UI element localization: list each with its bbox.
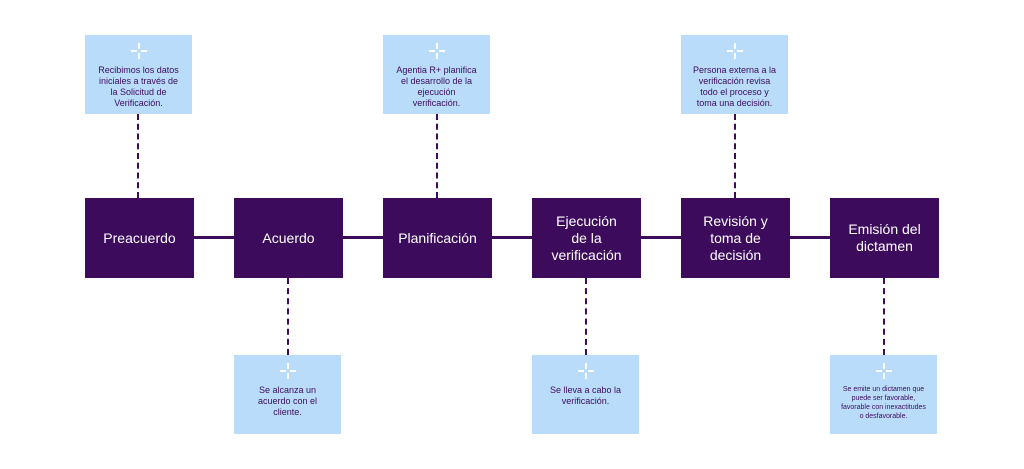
step-acuerdo: Acuerdo (234, 198, 343, 278)
note-emision-text: Se emite un dictamen que puede ser favor… (841, 386, 926, 420)
sparkle-cross-icon (577, 363, 594, 379)
step-ejecucion-label: Ejecución de la verificación (551, 212, 622, 263)
step-acuerdo-label: Acuerdo (262, 229, 315, 246)
link-preacuerdo-note (137, 114, 139, 198)
step-planificacion-label: Planificación (398, 229, 477, 246)
step-preacuerdo: Preacuerdo (85, 198, 194, 278)
link-ejecucion-note (585, 278, 587, 355)
note-revision-text: Persona externa a la verificación revisa… (692, 65, 777, 108)
note-emision: Se emite un dictamen que puede ser favor… (830, 355, 937, 434)
sparkle-cross-icon (726, 43, 743, 59)
link-planificacion-note (436, 114, 438, 198)
process-connector-line (140, 236, 884, 239)
note-preacuerdo: Recibimos los datos iniciales a través d… (85, 35, 192, 114)
step-ejecucion: Ejecución de la verificación (532, 198, 641, 278)
sparkle-cross-icon (875, 363, 892, 379)
note-acuerdo: Se alcanza un acuerdo con el cliente. (234, 355, 341, 434)
step-preacuerdo-label: Preacuerdo (103, 229, 176, 246)
link-emision-note (883, 278, 885, 355)
link-revision-note (734, 114, 736, 198)
note-planificacion-text: Agentia R+ planifica el desarrollo de la… (396, 65, 477, 108)
note-revision: Persona externa a la verificación revisa… (681, 35, 788, 114)
note-planificacion: Agentia R+ planifica el desarrollo de la… (383, 35, 490, 114)
sparkle-cross-icon (130, 43, 147, 59)
sparkle-cross-icon (428, 43, 445, 59)
note-acuerdo-text: Se alcanza un acuerdo con el cliente. (257, 385, 318, 417)
step-emision: Emisión del dictamen (830, 198, 939, 278)
note-preacuerdo-text: Recibimos los datos iniciales a través d… (98, 65, 179, 108)
step-emision-label: Emisión del dictamen (848, 221, 921, 254)
link-acuerdo-note (287, 278, 289, 355)
note-ejecucion-text: Se lleva a cabo la verificación. (549, 385, 622, 406)
step-revision-label: Revisión y toma de decisión (703, 212, 768, 263)
step-revision: Revisión y toma de decisión (681, 198, 790, 278)
sparkle-cross-icon (279, 363, 296, 379)
note-ejecucion: Se lleva a cabo la verificación. (532, 355, 639, 434)
step-planificacion: Planificación (383, 198, 492, 278)
